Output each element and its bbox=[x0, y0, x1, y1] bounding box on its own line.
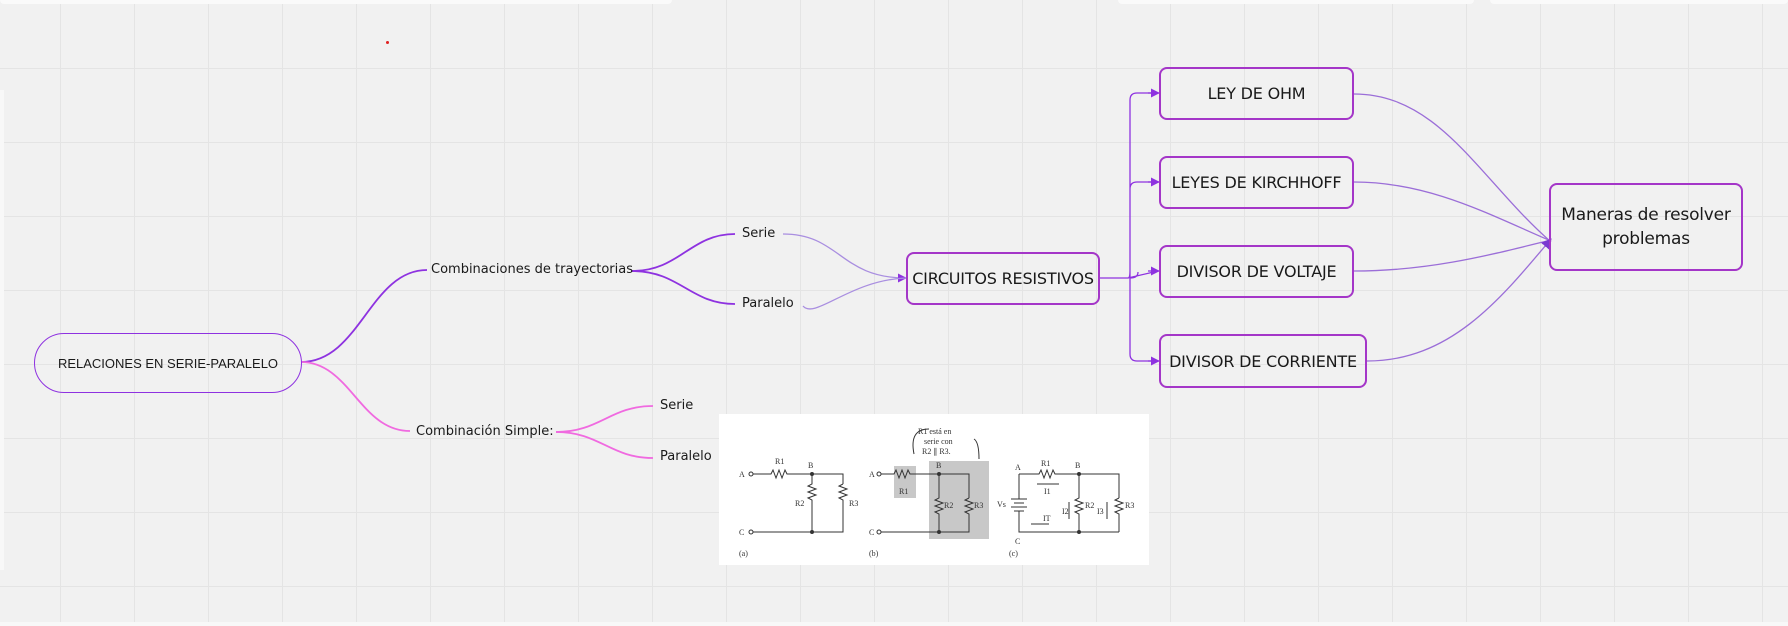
fig-i1: I1 bbox=[1044, 487, 1051, 496]
link-serie-center bbox=[782, 233, 907, 283]
fig-node-b: B bbox=[808, 461, 813, 470]
link-root-bottom bbox=[300, 361, 411, 432]
goal-node-line2: problemas bbox=[1602, 229, 1690, 249]
fig-i3: I3 bbox=[1097, 507, 1104, 516]
fig-source: Vs bbox=[997, 500, 1006, 509]
fig-panel-b: (b) bbox=[869, 549, 879, 558]
left-edge bbox=[0, 90, 4, 570]
center-node-label: CIRCUITOS RESISTIVOS bbox=[912, 269, 1094, 288]
method-corriente[interactable]: DIVISOR DE CORRIENTE bbox=[1159, 334, 1367, 388]
method-kirchhoff[interactable]: LEYES DE KIRCHHOFF bbox=[1159, 156, 1354, 209]
fig-r2-b: R2 bbox=[944, 501, 953, 510]
fig-node-a-b: A bbox=[869, 470, 875, 479]
root-node-label: RELACIONES EN SERIE-PARALELO bbox=[57, 355, 279, 371]
method-ohm-label: LEY DE OHM bbox=[1207, 84, 1306, 103]
link-bottom-paralelo bbox=[555, 431, 654, 459]
link-paralelo-center bbox=[802, 277, 907, 310]
fig-node-b-c: B bbox=[1075, 461, 1080, 470]
fig-r1-b: R1 bbox=[899, 487, 908, 496]
circuit-drawing: A C B R1 R2 R3 (a) A C B R1 R2 R3 R1 est… bbox=[739, 427, 1134, 558]
method-kirchhoff-label: LEYES DE KIRCHHOFF bbox=[1171, 173, 1342, 192]
method-ohm[interactable]: LEY DE OHM bbox=[1159, 67, 1354, 120]
link-top-paralelo bbox=[631, 270, 736, 305]
method-voltaje[interactable]: DIVISOR DE VOLTAJE bbox=[1159, 245, 1354, 298]
fig-r3-c: R3 bbox=[1125, 501, 1134, 510]
link-kirchhoff-goal bbox=[1353, 181, 1552, 242]
goal-node-line1: Maneras de resolver bbox=[1561, 205, 1731, 225]
branch-top-serie[interactable]: Serie bbox=[742, 226, 776, 241]
top-panel-right bbox=[1490, 0, 1788, 4]
circuit-figure: A C B R1 R2 R3 (a) A C B R1 R2 R3 R1 est… bbox=[719, 414, 1149, 565]
fig-node-a: A bbox=[739, 470, 745, 479]
method-corriente-label: DIVISOR DE CORRIENTE bbox=[1169, 351, 1357, 371]
branch-bottom-serie[interactable]: Serie bbox=[660, 398, 694, 413]
fig-it: IT bbox=[1043, 514, 1051, 523]
goal-node[interactable]: Maneras de resolver problemas bbox=[1549, 183, 1743, 271]
root-node[interactable]: RELACIONES EN SERIE-PARALELO bbox=[34, 333, 302, 393]
fig-note-3: R2 ∥ R3. bbox=[922, 447, 951, 456]
link-center-fanout bbox=[1100, 92, 1159, 362]
link-voltaje-goal bbox=[1353, 239, 1552, 272]
fig-r2-c: R2 bbox=[1085, 501, 1094, 510]
branch-top-paralelo[interactable]: Paralelo bbox=[742, 296, 794, 311]
link-root-top bbox=[300, 269, 428, 363]
fig-node-a-c: A bbox=[1015, 463, 1021, 472]
branch-top-label[interactable]: Combinaciones de trayectorias bbox=[431, 262, 633, 277]
fig-panel-c: (c) bbox=[1009, 549, 1018, 558]
fig-r2-a: R2 bbox=[795, 499, 804, 508]
method-voltaje-label: DIVISOR DE VOLTAJE bbox=[1176, 262, 1337, 281]
fig-r3-a: R3 bbox=[849, 499, 858, 508]
link-ohm-goal bbox=[1353, 93, 1552, 243]
branch-bottom-label[interactable]: Combinación Simple: bbox=[416, 424, 554, 439]
top-panel-left bbox=[0, 0, 672, 4]
top-panel-mid bbox=[1118, 0, 1474, 4]
fig-i2: I2 bbox=[1062, 507, 1069, 516]
fig-node-b-b: B bbox=[936, 461, 941, 470]
fig-r1-a: R1 bbox=[775, 457, 784, 466]
center-node[interactable]: CIRCUITOS RESISTIVOS bbox=[906, 252, 1100, 305]
fig-node-c-b: C bbox=[869, 528, 874, 537]
fig-node-c-c: C bbox=[1015, 537, 1020, 546]
stray-dot bbox=[386, 41, 389, 44]
fig-panel-a: (a) bbox=[739, 549, 748, 558]
bottom-edge bbox=[0, 622, 1788, 626]
branch-bottom-paralelo[interactable]: Paralelo bbox=[660, 449, 712, 464]
link-corriente-goal bbox=[1366, 238, 1552, 362]
link-bottom-serie bbox=[555, 405, 654, 433]
fig-r3-b: R3 bbox=[974, 501, 983, 510]
fig-r1-c: R1 bbox=[1041, 459, 1050, 468]
fig-node-c: C bbox=[739, 528, 744, 537]
link-top-serie bbox=[631, 233, 736, 272]
fig-note-2: serie con bbox=[924, 437, 953, 446]
fig-note-1: R1 está en bbox=[918, 427, 951, 436]
